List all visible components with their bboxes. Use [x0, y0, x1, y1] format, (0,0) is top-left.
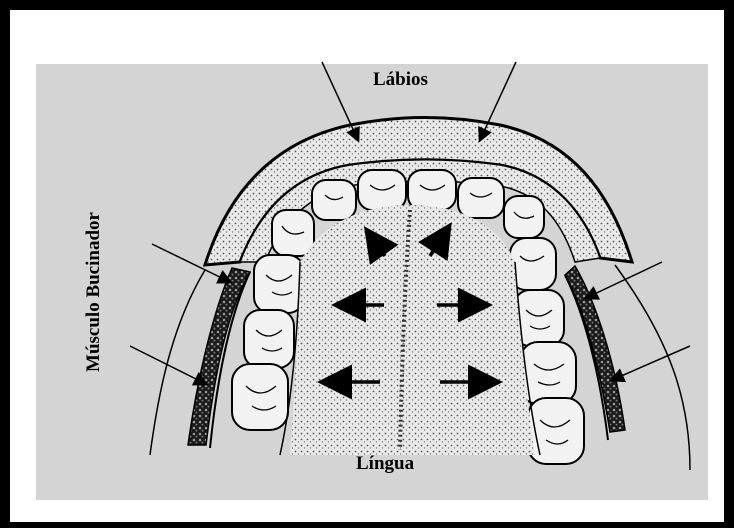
lips-label: Lábios: [373, 69, 428, 91]
tongue: [290, 205, 535, 455]
tongue-label: Língua: [356, 453, 414, 475]
right-cheek-contour: [615, 265, 690, 470]
buccinator-muscle-label: Músculo Bucinador: [83, 212, 105, 372]
